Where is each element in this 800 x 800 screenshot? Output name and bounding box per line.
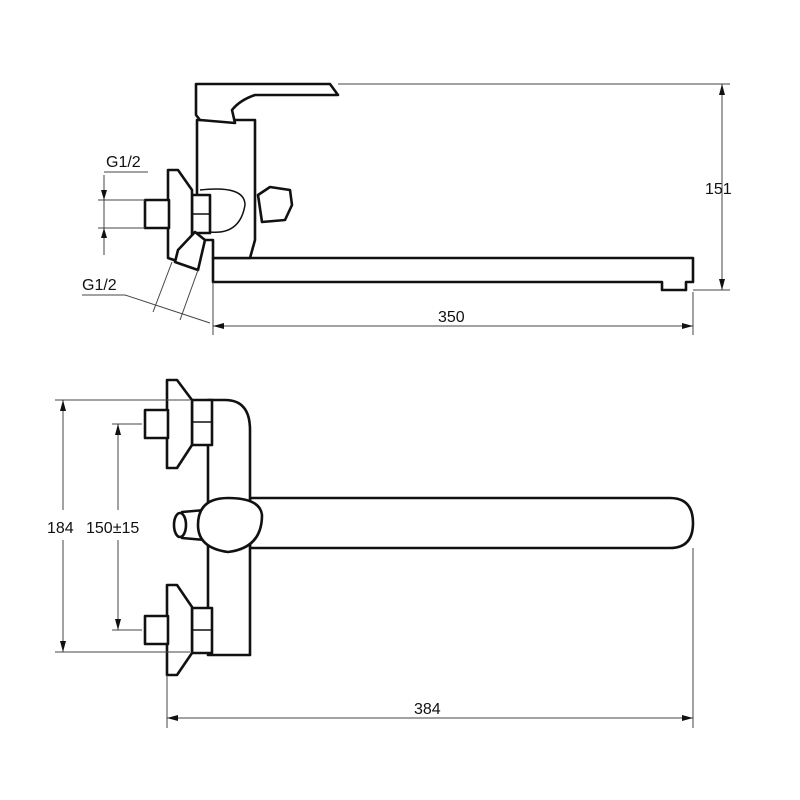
lever-handle-front: [196, 496, 264, 554]
spout-front: [248, 496, 695, 550]
outlet-thread-label: G1/2: [82, 277, 117, 294]
spout-side: [211, 256, 695, 292]
front-view: 184 150±15 384: [47, 378, 695, 728]
diverter-knob: [256, 185, 294, 224]
inlet-thread-label: G1/2: [106, 154, 141, 171]
inlet-spacing-label: 150±15: [86, 520, 139, 537]
eccentric-upper: [143, 408, 170, 440]
side-view: G1/2 G1/2 151 350: [82, 82, 732, 335]
lever-handle-side: [194, 82, 340, 125]
eccentric-side: [143, 198, 171, 230]
eccentric-lower: [143, 614, 170, 646]
flange-upper: [165, 378, 194, 470]
overall-height-label: 184: [47, 520, 74, 537]
overall-width-label: 384: [414, 701, 441, 718]
flange-lower: [165, 583, 194, 677]
height-label: 151: [705, 181, 732, 198]
spout-length-label: 350: [438, 309, 465, 326]
